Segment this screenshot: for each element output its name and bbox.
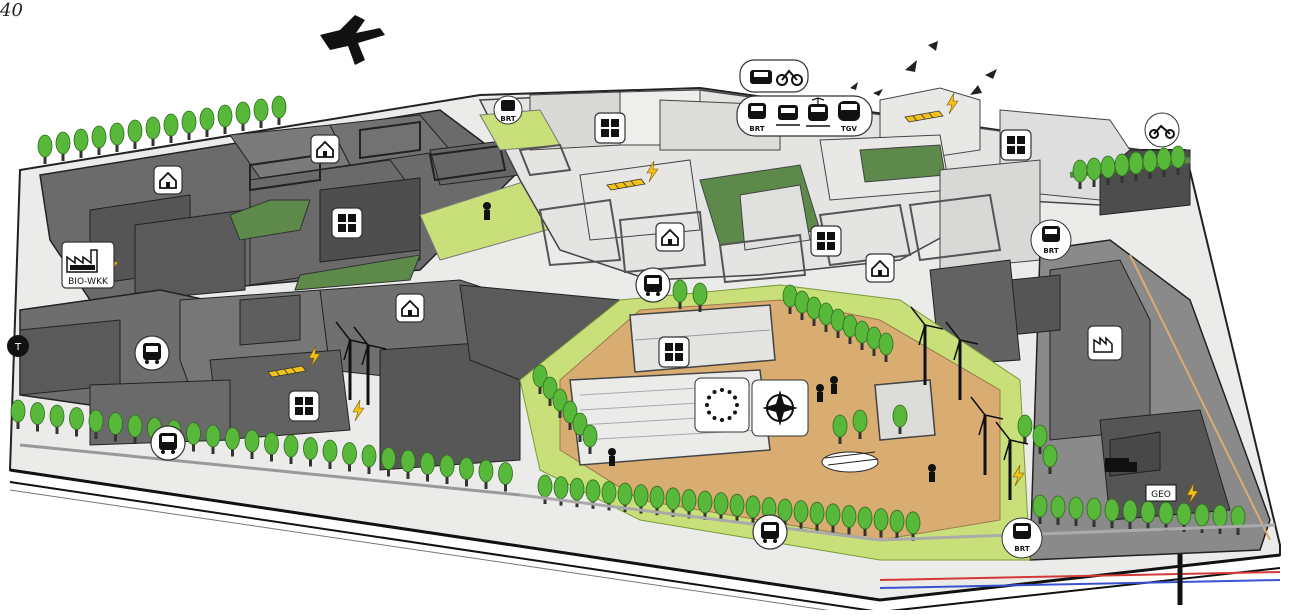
nato-compass-icon <box>751 379 809 437</box>
traffic-sign-icon: T <box>7 335 29 357</box>
eu-star <box>712 390 717 395</box>
tree-icon <box>235 101 251 132</box>
svg-text:BRT: BRT <box>1014 545 1029 553</box>
bird-icon <box>850 41 997 96</box>
water-pipe <box>879 579 1281 589</box>
factory-icon <box>66 249 98 273</box>
tree-icon <box>127 119 143 150</box>
tree-icon <box>199 107 215 138</box>
geo-label: GEO <box>1151 490 1171 500</box>
tree-icon <box>253 98 269 129</box>
tram-icon <box>776 105 800 126</box>
eu-flag-icon <box>694 377 750 433</box>
eu-star <box>727 415 732 420</box>
svg-text:BRT: BRT <box>500 115 515 123</box>
brt-stop-south: BRT <box>1001 517 1043 559</box>
brt-stop-north: BRT <box>493 95 523 125</box>
bio-wkk-label: BIO-WKK <box>68 277 109 287</box>
tree-icon <box>91 125 107 156</box>
train-icon <box>806 97 830 127</box>
brt-label: BRT <box>749 125 764 133</box>
brt-stop-east: BRT <box>1030 219 1072 261</box>
factory-icon <box>1087 325 1123 361</box>
bus-icon <box>748 103 766 119</box>
tree-icon <box>73 128 89 159</box>
tree-icon <box>109 122 125 153</box>
bio-wkk-factory: BIO-WKK <box>61 241 115 289</box>
car-icon <box>750 70 772 84</box>
tree-icon <box>217 104 233 135</box>
eu-star <box>707 395 712 400</box>
geothermal-tag: GEO <box>1145 484 1177 502</box>
motorcycle-icon <box>776 69 803 86</box>
tree-icon <box>163 113 179 144</box>
eu-star <box>707 410 712 415</box>
eu-star <box>727 390 732 395</box>
eu-star <box>732 395 737 400</box>
dark-commercial-district <box>19 279 621 471</box>
tree-icon <box>37 134 53 165</box>
heat-pipe <box>879 571 1281 581</box>
seating-area <box>821 451 879 473</box>
tree-icon <box>271 95 287 126</box>
motorcycle-icon <box>1144 112 1180 148</box>
tree-icon <box>145 116 161 147</box>
airplane-icon <box>320 15 385 65</box>
person-icon <box>483 202 936 482</box>
truck-icon <box>1105 458 1137 472</box>
svg-text:BRT: BRT <box>1043 247 1058 255</box>
light-residential-district <box>478 87 1142 284</box>
year-label: 40 <box>0 0 23 21</box>
car-share-badge <box>739 59 809 93</box>
eu-star <box>732 410 737 415</box>
eu-star <box>720 388 724 392</box>
eu-star <box>735 403 739 407</box>
transit-hub-badge: BRT TGV <box>736 95 873 137</box>
tgv-icon <box>838 101 860 121</box>
eu-star <box>720 418 724 422</box>
eu-star <box>705 403 709 407</box>
tgv-label: TGV <box>841 125 858 133</box>
tree-icon <box>181 110 197 141</box>
eu-star <box>712 415 717 420</box>
tree-icon <box>55 131 71 162</box>
svg-text:T: T <box>14 342 22 353</box>
